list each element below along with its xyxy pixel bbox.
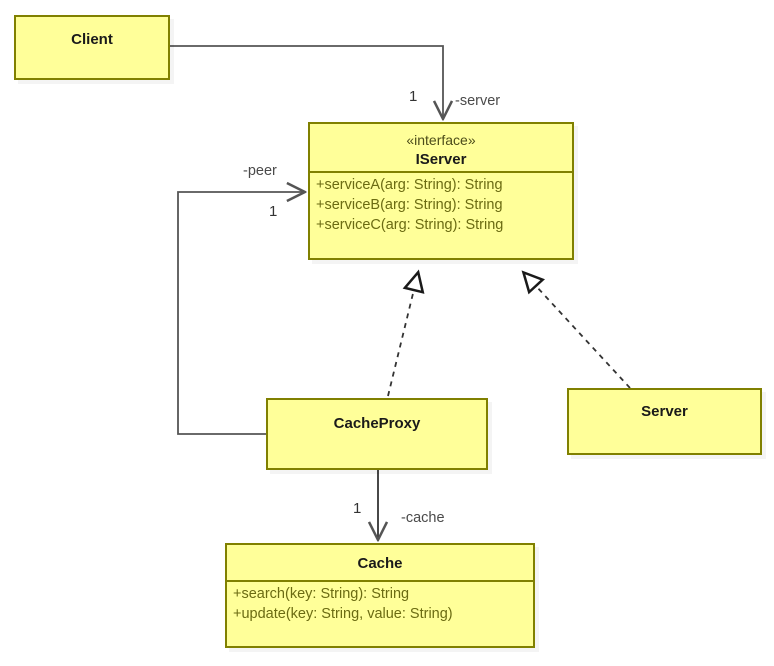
class-name-client: Client	[71, 31, 113, 48]
edge-server-realizes-iserver	[524, 273, 631, 389]
member-serviceB: +serviceB(arg: String): String	[316, 197, 503, 213]
class-title-server: Server	[569, 390, 760, 421]
edge-label-cache: -cache	[401, 510, 445, 526]
class-members-iserver: +serviceA(arg: String): String +serviceB…	[310, 173, 572, 235]
multiplicity-cacheproxy-to-cache: 1	[353, 500, 362, 517]
member-update: +update(key: String, value: String)	[233, 606, 453, 622]
edge-cacheproxy-realizes-iserver	[387, 273, 418, 397]
class-stereotype-iserver: «interface»	[406, 132, 476, 148]
class-box-server[interactable]: Server	[567, 388, 762, 455]
class-divider-iserver	[310, 171, 572, 173]
member-search: +search(key: String): String	[233, 586, 410, 602]
class-title-cacheproxy: CacheProxy	[268, 400, 486, 433]
edge-label-server: -server	[455, 93, 501, 109]
multiplicity-client-to-iserver: 1	[409, 88, 418, 105]
class-title-cache: Cache	[227, 545, 533, 580]
class-name-cacheproxy: CacheProxy	[333, 415, 421, 432]
class-title-iserver: «interface» IServer	[310, 124, 572, 171]
class-title-client: Client	[16, 17, 168, 49]
edge-cacheproxy-to-iserver-peer	[177, 192, 304, 435]
class-name-cache: Cache	[357, 555, 403, 572]
class-box-cache[interactable]: Cache +search(key: String): String +upda…	[225, 543, 535, 648]
class-box-iserver[interactable]: «interface» IServer +serviceA(arg: Strin…	[308, 122, 574, 260]
edge-label-peer: -peer	[243, 163, 277, 179]
class-name-iserver: IServer	[415, 151, 467, 168]
class-box-cacheproxy[interactable]: CacheProxy	[266, 398, 488, 470]
member-serviceA: +serviceA(arg: String): String	[316, 177, 503, 193]
edge-client-to-iserver	[170, 45, 443, 118]
multiplicity-cacheproxy-peer: 1	[269, 203, 278, 220]
class-members-cache: +search(key: String): String +update(key…	[227, 582, 533, 624]
member-serviceC: +serviceC(arg: String): String	[316, 217, 504, 233]
class-divider-cache	[227, 580, 533, 582]
class-box-client[interactable]: Client	[14, 15, 170, 80]
class-name-server: Server	[641, 403, 688, 420]
